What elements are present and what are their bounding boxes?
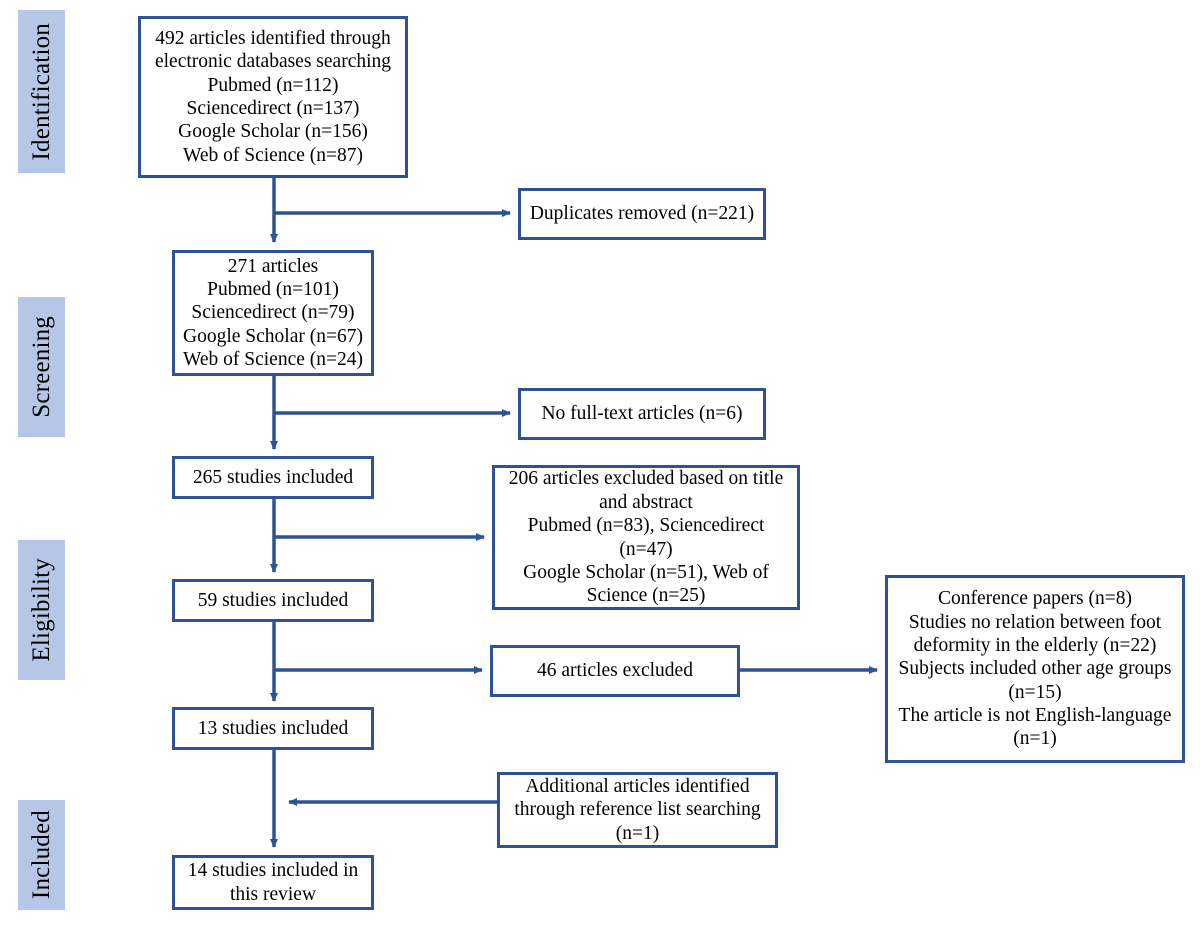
node-records-identified: 492 articles identified through electron… xyxy=(138,16,408,178)
node-articles-excluded-46: 46 articles excluded xyxy=(490,645,740,697)
stage-label-included: Included xyxy=(18,800,65,910)
node-studies-included-59-text: 59 studies included xyxy=(197,589,349,611)
node-additional-articles: Additional articles identified through r… xyxy=(497,772,778,848)
node-records-after-duplicates: 271 articles Pubmed (n=101) Sciencedirec… xyxy=(172,250,374,376)
node-records-after-duplicates-text: 271 articles Pubmed (n=101) Sciencedirec… xyxy=(183,255,363,371)
node-exclusion-reasons: Conference papers (n=8) Studies no relat… xyxy=(885,575,1185,763)
node-studies-included-13-text: 13 studies included xyxy=(197,717,349,739)
stage-label-screening: Screening xyxy=(18,297,65,437)
stage-label-eligibility: Eligibility xyxy=(18,540,65,680)
node-studies-included-13: 13 studies included xyxy=(172,707,374,750)
node-duplicates-removed: Duplicates removed (n=221) xyxy=(518,188,766,240)
node-studies-included-final-14: 14 studies included in this review xyxy=(172,855,374,910)
node-excluded-title-abstract: 206 articles excluded based on title and… xyxy=(492,465,800,610)
stage-label-included-text: Included xyxy=(28,810,55,900)
node-additional-articles-text: Additional articles identified through r… xyxy=(514,775,761,844)
node-articles-excluded-46-text: 46 articles excluded xyxy=(537,660,693,682)
node-studies-included-59: 59 studies included xyxy=(172,579,374,622)
node-excluded-title-abstract-text: 206 articles excluded based on title and… xyxy=(508,468,784,607)
stage-label-screening-text: Screening xyxy=(28,316,55,418)
node-studies-included-final-14-text: 14 studies included in this review xyxy=(187,860,359,905)
node-records-identified-text: 492 articles identified through electron… xyxy=(154,27,392,166)
stage-label-identification: Identification xyxy=(18,10,65,173)
node-exclusion-reasons-text: Conference papers (n=8) Studies no relat… xyxy=(898,588,1172,750)
node-studies-included-265: 265 studies included xyxy=(172,456,374,499)
node-duplicates-removed-text: Duplicates removed (n=221) xyxy=(529,203,755,225)
stage-label-identification-text: Identification xyxy=(28,22,55,161)
node-no-full-text-articles: No full-text articles (n=6) xyxy=(518,388,766,440)
node-no-full-text-articles-text: No full-text articles (n=6) xyxy=(541,403,743,425)
node-studies-included-265-text: 265 studies included xyxy=(192,466,354,488)
stage-label-eligibility-text: Eligibility xyxy=(28,558,55,662)
